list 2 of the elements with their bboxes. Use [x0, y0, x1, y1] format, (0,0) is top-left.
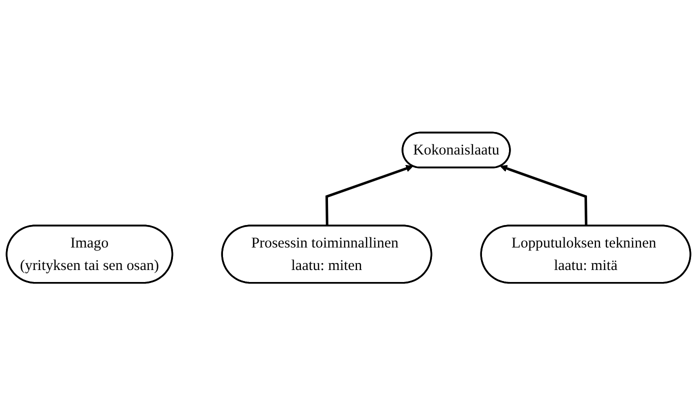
arrow [500, 165, 588, 226]
arrow [325, 165, 414, 226]
